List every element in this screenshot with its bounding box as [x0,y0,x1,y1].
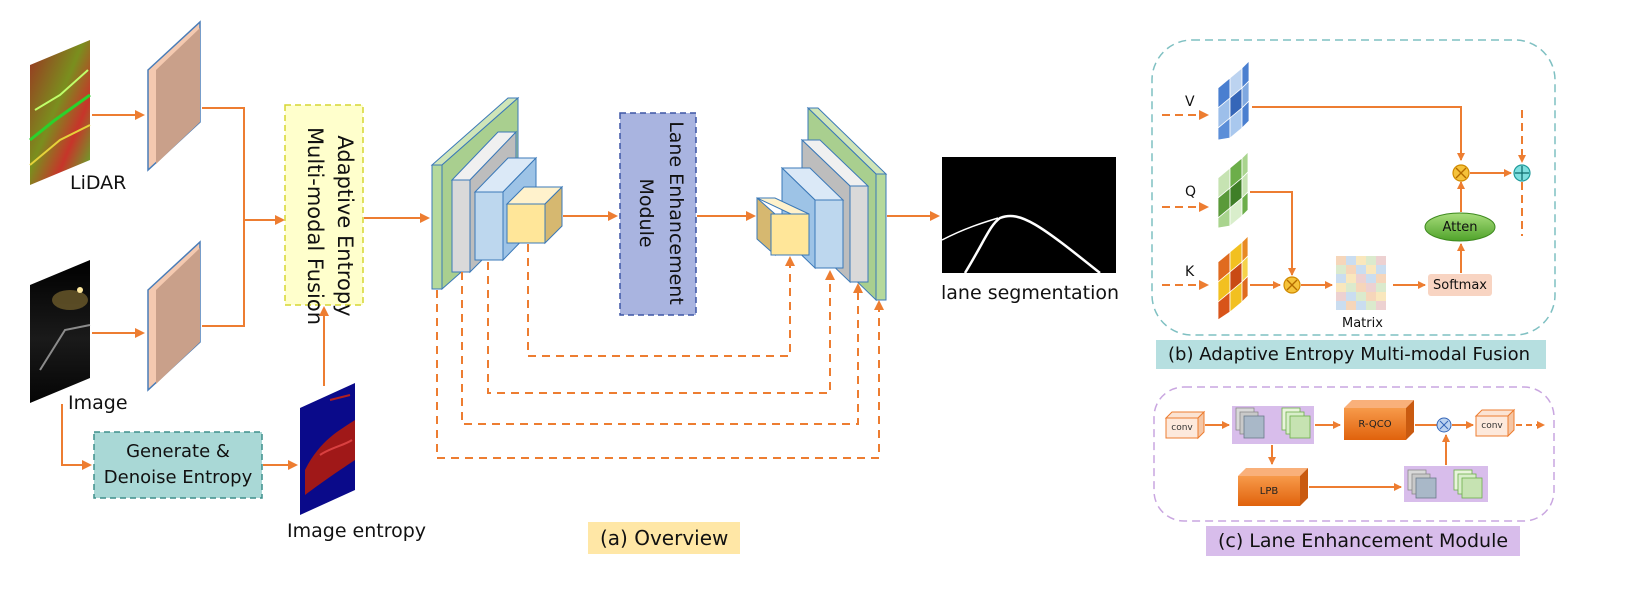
fusion-box-text: Adaptive Entropy Multi-modal Fusion [288,126,360,326]
skip-connections [436,244,884,459]
lpb-block [1238,468,1308,506]
lane-module-line2: Module [635,178,657,248]
lane-panel-border [1153,386,1555,522]
matrix-label: Matrix [1342,316,1383,331]
v-label: V [1185,94,1195,110]
q-label: Q [1185,184,1197,200]
merge-features-block [1404,466,1488,502]
image-feature-map [147,240,201,392]
generate-denoise-entropy-box [93,431,263,499]
softmax-label: Softmax [1433,277,1487,293]
decoder-stack [756,106,888,302]
image-label: Image [68,392,128,414]
entropy-box-line2: Denoise Entropy [103,467,253,488]
residual-add-icon [1513,164,1531,182]
k-tensor [1217,235,1249,321]
fusion-panel-border [1151,39,1556,336]
split-features-block [1232,406,1314,444]
entropy-box-text: Generate & Denoise Entropy [94,432,262,498]
lane-segmentation-label: lane segmentation [941,282,1120,304]
v-tensor [1217,60,1250,141]
arrow-image-to-entropy [61,404,92,470]
attention-matrix [1336,256,1386,310]
fusion-panel-caption: (b) Adaptive Entropy Multi-modal Fusion [1156,340,1546,369]
encoder-stack [430,96,564,291]
camera-input-image [30,260,91,403]
rqco-block [1344,400,1414,440]
atten-label: Atten [1442,219,1478,235]
adaptive-entropy-fusion-box [284,104,364,306]
decoder-block-4 [756,196,810,257]
lidar-feature-map [147,20,201,172]
conv-output-block [1474,408,1516,438]
conv-input-label: conv [1171,423,1193,433]
lane-multiply-icon [1436,417,1452,433]
image-entropy-label: Image entropy [287,520,427,542]
conv-input-block [1164,410,1206,440]
lane-enhancement-module-box [619,112,697,316]
image-entropy-map [300,383,355,515]
feature-merge-connector [202,107,285,327]
lane-module-line1: Lane Enhancement [665,121,687,305]
lane-segmentation-output [941,157,1116,274]
fusion-box-line1: Adaptive Entropy [333,135,357,317]
entropy-box-line1: Generate & [126,441,230,462]
softmax-box [1428,274,1492,296]
arrow-v-to-multiply [1252,106,1465,161]
lane-panel-caption: (c) Lane Enhancement Module [1206,526,1521,556]
rqco-label: R-QCO [1358,418,1392,430]
lidar-input-image [29,40,91,185]
lidar-label: LiDAR [70,172,127,194]
k-label: K [1185,264,1195,280]
encoder-block-4 [505,185,564,245]
lpb-label: LPB [1259,485,1279,497]
arrow-q-to-matmul [1250,191,1296,276]
matmul-operator-icon [1283,276,1301,294]
lane-module-text: Lane Enhancement Module [625,113,691,313]
attention-multiply-icon [1452,164,1470,182]
q-tensor [1217,151,1249,229]
overview-caption: (a) Overview [588,522,741,554]
atten-node [1424,212,1496,242]
conv-output-label: conv [1481,421,1503,431]
fusion-box-line2: Multi-modal Fusion [303,126,327,326]
